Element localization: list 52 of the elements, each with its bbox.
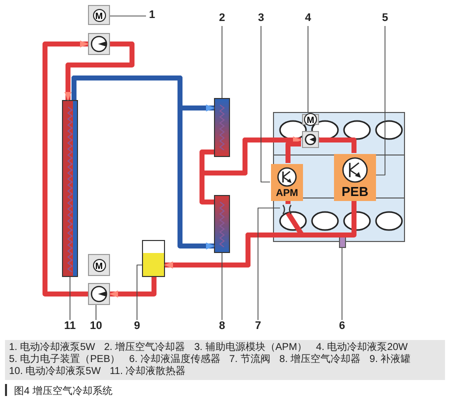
motor-symbol: M: [88, 5, 110, 25]
coolant-pipe: [64, 42, 134, 101]
legend-text: 2. 增压空气冷却器: [104, 342, 186, 354]
leader-line: [258, 208, 280, 320]
callout-number: 8: [216, 320, 228, 334]
pump-symbol: [302, 131, 319, 148]
callout-number: 4: [302, 12, 314, 26]
coolant-pipe: [164, 200, 356, 269]
callout-number: 7: [252, 320, 264, 334]
pump-symbol: [88, 283, 110, 305]
callout-number: 11: [62, 320, 78, 334]
coolant-pipe: [200, 136, 302, 204]
leader-line: [136, 264, 142, 320]
module-label: APM: [274, 188, 300, 199]
module-label: PEB: [340, 184, 370, 199]
callout-number: 5: [379, 12, 391, 26]
legend-text: 10. 电动冷却液泵5W: [9, 366, 101, 378]
coolant-pipe: [286, 142, 301, 163]
coolant-pipe: [109, 277, 156, 298]
motor-symbol: M: [302, 114, 319, 125]
pump-symbol: [88, 33, 110, 55]
leader-line: [374, 26, 386, 176]
callout-number: 6: [336, 320, 348, 334]
coolant-pipe: [318, 138, 356, 153]
module-box: [271, 164, 303, 201]
callout-number: 2: [216, 12, 228, 26]
callout-number: 3: [255, 12, 267, 26]
legend-text: 4. 电动冷却液泵20W: [316, 342, 408, 354]
leader-line: [260, 26, 270, 182]
engine-block: [273, 112, 405, 242]
legend-text: 7. 节流阀: [229, 354, 270, 366]
callout-number: 9: [131, 320, 143, 334]
callout-number: 1: [146, 9, 158, 23]
legend-text: 5. 电力电子装置（PEB）: [9, 354, 120, 366]
motor-symbol: M: [88, 254, 110, 276]
coolant-pipe: [286, 200, 290, 204]
legend-text: 11. 冷却液散热器: [110, 366, 186, 378]
heat-exchanger: [214, 98, 230, 157]
heat-exchanger: [214, 195, 230, 253]
legend-text: 8. 增压空气冷却器: [279, 354, 361, 366]
callout-number: 10: [88, 320, 104, 334]
throttle-valve: [281, 205, 293, 214]
coolant-pipe: [72, 76, 215, 250]
figure-caption: 图4 增压空气冷却系统: [14, 384, 112, 398]
module-box: [334, 154, 376, 201]
legend-text: 6. 冷却液温度传感器: [129, 354, 220, 366]
legend-text: 3. 辅助电源模块（APM）: [194, 342, 308, 354]
legend-text: 9. 补液罐: [370, 354, 411, 366]
heat-exchanger: [62, 100, 78, 277]
coolant-pipe: [42, 40, 89, 296]
legend-text: 1. 电动冷却液泵5W: [9, 342, 96, 354]
expansion-tank: [142, 240, 165, 277]
